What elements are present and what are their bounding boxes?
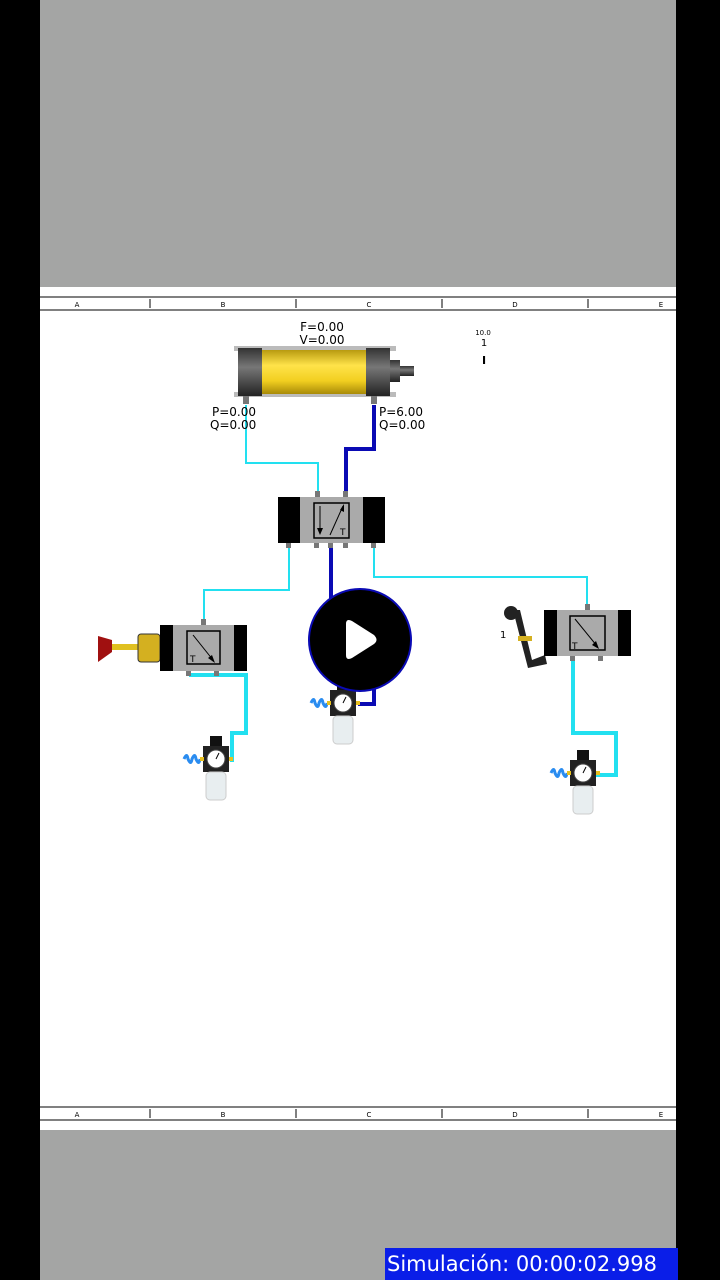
- counter-top: 10.0: [475, 329, 491, 337]
- hoses: [189, 405, 618, 777]
- counter-mark: I: [482, 354, 486, 367]
- ruler-label: A: [75, 301, 80, 309]
- canvas: [40, 287, 676, 1130]
- counter-value: 1: [481, 338, 487, 349]
- ruler-label: E: [659, 301, 663, 309]
- cylinder-velocity: V=0.00: [300, 333, 345, 347]
- valve-symbol: T: [339, 528, 346, 538]
- ruler-label: B: [221, 301, 226, 309]
- play-button[interactable]: [308, 588, 412, 692]
- ruler-label: D: [512, 301, 517, 309]
- cylinder-force: F=0.00: [300, 320, 344, 334]
- right-port-pressure: P=6.00: [379, 405, 423, 419]
- left-port-flow: Q=0.00: [210, 418, 256, 432]
- ruler-label: C: [367, 301, 372, 309]
- play-icon: [346, 620, 377, 659]
- ruler-bottom: A B C D E: [40, 1106, 676, 1121]
- roller-lever-valve[interactable]: T: [504, 604, 631, 668]
- ruler-label: C: [367, 1111, 372, 1119]
- ruler-label: D: [512, 1111, 517, 1119]
- valve-symbol: T: [571, 642, 578, 652]
- 5-2-valve[interactable]: T: [278, 491, 385, 548]
- valve-symbol: T: [189, 655, 196, 665]
- left-port-pressure: P=0.00: [212, 405, 256, 419]
- pneumatic-cylinder[interactable]: [234, 346, 414, 404]
- ruler-label: B: [221, 1111, 226, 1119]
- ruler-label: A: [75, 1111, 80, 1119]
- right-port-flow: Q=0.00: [379, 418, 425, 432]
- simulation-status: Simulación: 00:00:02.998: [385, 1248, 678, 1280]
- ruler-label: E: [659, 1111, 663, 1119]
- top-gray-area: [40, 0, 676, 287]
- ruler-top: A B C D E: [40, 296, 676, 311]
- roller-label: 1: [500, 630, 506, 641]
- push-button-valve[interactable]: T: [98, 619, 247, 676]
